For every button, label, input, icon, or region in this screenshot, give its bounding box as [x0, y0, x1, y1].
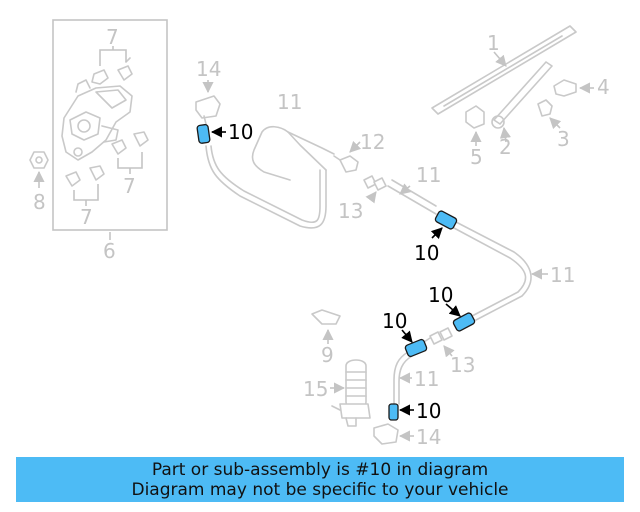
callout-14a: 14: [196, 57, 221, 81]
callout-13a: 13: [338, 199, 363, 223]
part-info-banner: Part or sub-assembly is #10 in diagram D…: [16, 457, 624, 502]
check-valve-12: [333, 140, 362, 173]
callout-7c: 7: [80, 205, 93, 229]
hose-clamp-10-a: [196, 123, 226, 144]
callout-14b: 14: [416, 425, 441, 449]
washer-hose-lower: [393, 351, 413, 405]
callout-7a: 7: [106, 25, 119, 49]
washer-nozzle-bottom: [373, 423, 414, 445]
callout-10e: 10: [416, 399, 441, 423]
callout-3: 3: [557, 127, 570, 151]
callout-11a: 11: [277, 90, 302, 114]
grommet-part-9: [311, 309, 341, 344]
callout-11d: 11: [414, 367, 439, 391]
callout-8: 8: [33, 190, 46, 214]
callout-4: 4: [597, 75, 610, 99]
callout-6: 6: [103, 239, 116, 263]
wiper-arm-assembly: [431, 25, 594, 146]
hose-clamp-10-b: [430, 210, 458, 240]
callout-1: 1: [487, 31, 500, 55]
bushing-group-top: [91, 57, 133, 85]
hose-clamp-10-e: [388, 403, 414, 421]
callout-5: 5: [470, 145, 483, 169]
washer-hose-right: [387, 179, 548, 321]
wiper-motor: [61, 79, 133, 161]
washer-hose-left: [205, 125, 335, 229]
callout-2: 2: [499, 135, 512, 159]
callout-10c: 10: [428, 283, 453, 307]
bushing-group-left: [65, 165, 105, 187]
washer-pump-15: [330, 359, 371, 427]
callout-10a: 10: [228, 120, 253, 144]
callout-10b: 10: [414, 241, 439, 265]
callout-13b: 13: [450, 353, 475, 377]
washer-nozzle-top: [195, 80, 221, 125]
bushing-group-right: [111, 131, 149, 155]
hose-joint-13-upper: [363, 175, 387, 204]
callout-15: 15: [303, 377, 328, 401]
hose-clamp-10-d: [401, 329, 428, 358]
hose-joint-13-lower: [423, 327, 455, 358]
callout-9: 9: [321, 343, 334, 367]
hose-clamp-10-c: [445, 303, 476, 332]
callout-11c: 11: [550, 263, 575, 287]
callout-12: 12: [360, 130, 385, 154]
banner-line-2: Diagram may not be specific to your vehi…: [131, 479, 509, 500]
motor-assembly-box: [52, 19, 168, 231]
nut-part-8: [29, 151, 49, 188]
callout-10d: 10: [382, 309, 407, 333]
callout-11b: 11: [416, 163, 441, 187]
banner-line-1: Part or sub-assembly is #10 in diagram: [151, 459, 489, 480]
callout-7b: 7: [123, 174, 136, 198]
